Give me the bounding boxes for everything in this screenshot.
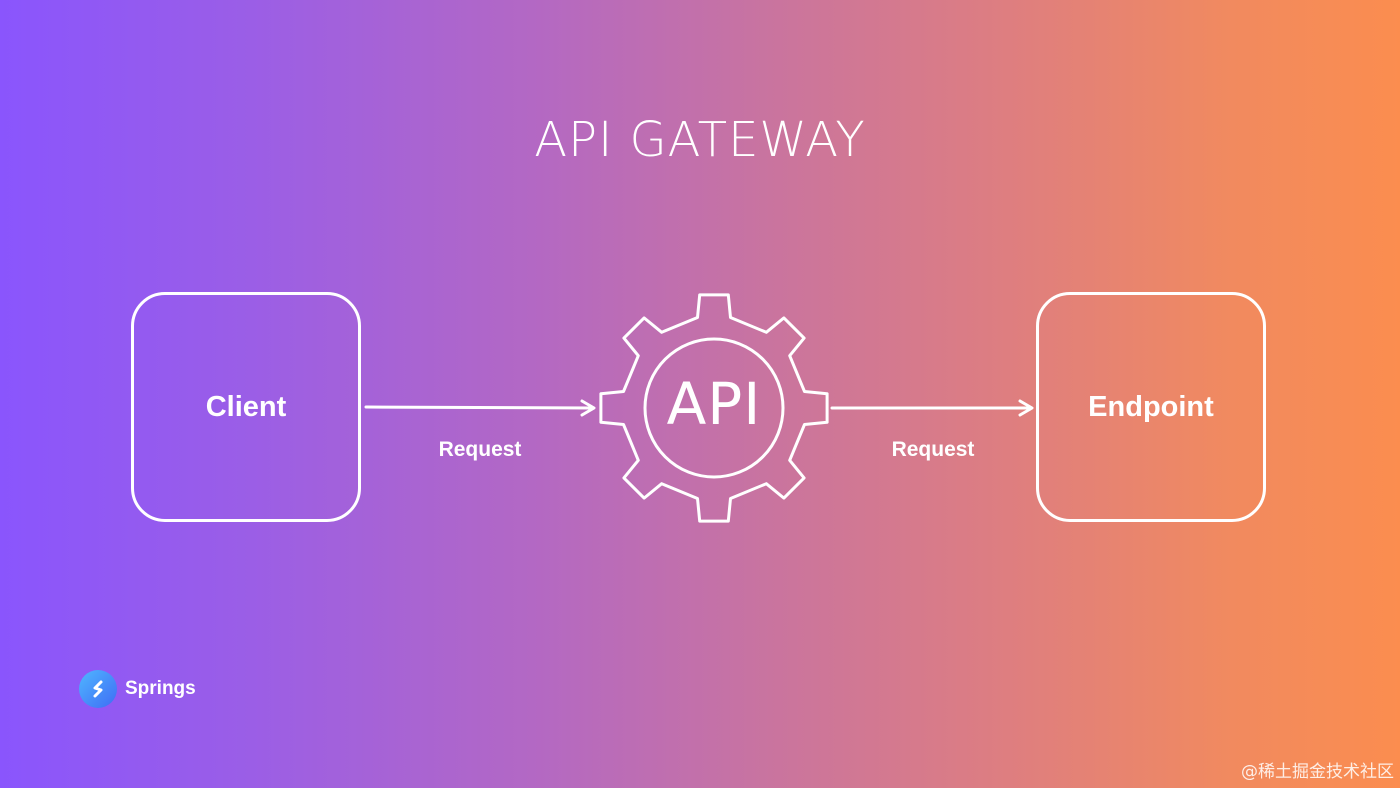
brand-logo: Springs bbox=[79, 670, 196, 708]
endpoint-node-label: Endpoint bbox=[1088, 390, 1214, 423]
edge-label-gateway-endpoint: Request bbox=[891, 438, 975, 461]
gateway-node-label: API bbox=[666, 370, 762, 438]
endpoint-node: Endpoint bbox=[1036, 292, 1266, 522]
watermark-text: @稀土掘金技术社区 bbox=[1241, 762, 1394, 782]
diagram-title: API GATEWAY bbox=[534, 112, 866, 168]
gear-inner-circle bbox=[643, 337, 785, 479]
edge-label-client-gateway: Request bbox=[438, 438, 522, 461]
edge-arrow-gateway-endpoint bbox=[830, 399, 1034, 417]
springs-logo-icon bbox=[79, 670, 117, 708]
client-node-label: Client bbox=[205, 390, 287, 423]
gear-icon bbox=[599, 293, 829, 523]
client-node: Client bbox=[131, 292, 361, 522]
edge-arrow-client-gateway bbox=[364, 399, 596, 417]
brand-name: Springs bbox=[125, 678, 196, 699]
